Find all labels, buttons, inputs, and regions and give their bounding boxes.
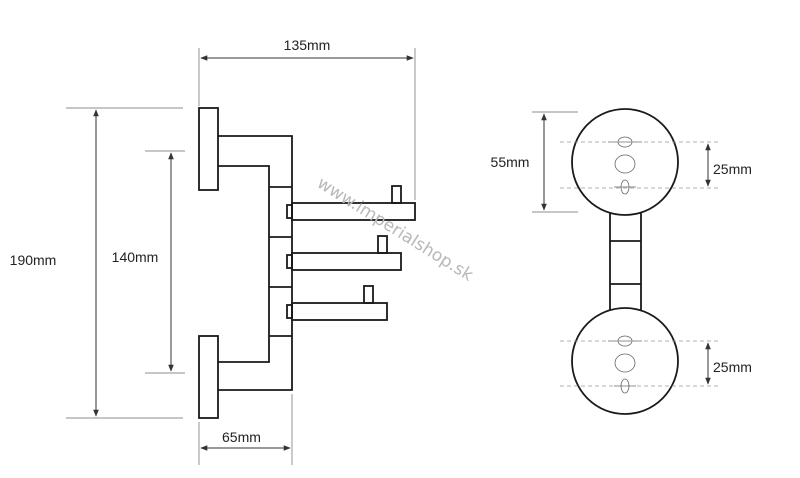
dim-label-25-bottom: 25mm	[713, 359, 752, 375]
bottom-wall-plate	[198, 335, 219, 419]
swivel-arm-3	[286, 285, 388, 321]
top-wall-plate	[198, 107, 219, 191]
dim-label-25-top: 25mm	[713, 161, 752, 177]
front-connecting-bar	[609, 209, 642, 321]
dim-label-190: 190mm	[10, 252, 57, 268]
dim-label-55: 55mm	[491, 154, 530, 170]
dim-label-140: 140mm	[112, 249, 159, 265]
bottom-rosette	[571, 307, 679, 415]
side-view: 135mm 190mm 140mm 65mm	[10, 37, 416, 465]
swivel-arm-2	[286, 235, 402, 271]
top-rosette	[571, 108, 679, 216]
front-view: 55mm 25mm 25mm	[491, 108, 752, 415]
swivel-arm-1	[286, 185, 416, 221]
dim-label-65: 65mm	[222, 429, 261, 445]
watermark: www.imperialshop.sk	[313, 173, 476, 285]
frame-bar	[218, 135, 293, 391]
dim-label-135: 135mm	[284, 37, 331, 53]
